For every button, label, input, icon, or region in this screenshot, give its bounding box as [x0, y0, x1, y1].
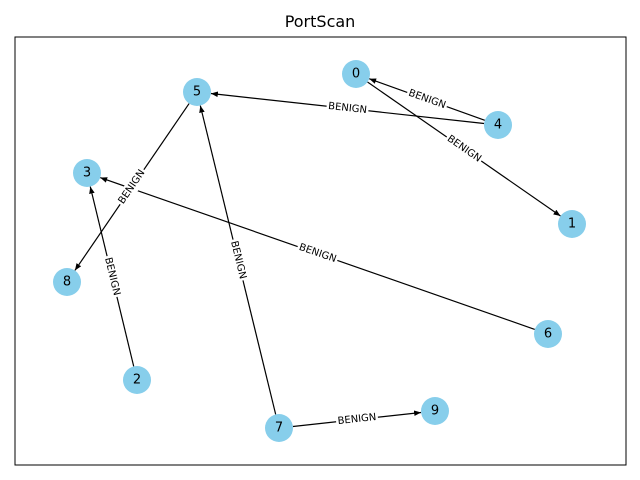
node-label: 5: [193, 85, 201, 100]
edge-label-group-7-5: BENIGN: [226, 237, 250, 283]
node-label: 0: [352, 67, 360, 82]
node-circle: [53, 268, 81, 296]
edge-label-group-5-8: BENIGN: [114, 165, 150, 209]
node-circle: [342, 60, 370, 88]
node-9: 9: [421, 397, 449, 425]
plot-frame: [14, 36, 627, 466]
edge-label-background: [325, 99, 370, 118]
node-circle: [73, 159, 101, 187]
node-label: 3: [83, 166, 91, 181]
edge-label-group-2-3: BENIGN: [100, 254, 124, 299]
node-label: 9: [431, 404, 439, 419]
edge-label: BENIGN: [407, 88, 447, 111]
edge-label-background: [404, 85, 450, 114]
edge-label-group-7-9: BENIGN: [335, 410, 379, 429]
edge-label-background: [335, 410, 379, 429]
node-label: 6: [544, 327, 552, 342]
node-7: 7: [265, 414, 293, 442]
node-label: 2: [133, 373, 141, 388]
edge-label-group-6-3: BENIGN: [295, 239, 340, 268]
node-circle: [558, 210, 586, 238]
node-6: 6: [534, 320, 562, 348]
node-circle: [421, 397, 449, 425]
node-circle: [534, 320, 562, 348]
edge-labels-layer: BENIGN BENIGN BENIGN BENIGN BENIGN BENIGN BENI…: [100, 85, 486, 429]
node-circle: [484, 111, 512, 139]
node-label: 4: [494, 118, 502, 133]
edge-label-group-4-5: BENIGN: [325, 99, 370, 118]
diagram-title: PortScan: [284, 12, 356, 31]
edge-label-background: [226, 237, 250, 283]
node-label: 7: [275, 421, 283, 436]
edge-label: BENIGN: [328, 101, 368, 116]
node-label: 8: [63, 275, 71, 290]
edge-label-background: [100, 254, 124, 299]
node-8: 8: [53, 268, 81, 296]
edge-label: BENIGN: [445, 133, 483, 164]
node-circle: [123, 366, 151, 394]
edge-label-group-0-1: BENIGN: [442, 131, 486, 167]
edge-label: BENIGN: [297, 242, 337, 265]
node-0: 0: [342, 60, 370, 88]
node-2: 2: [123, 366, 151, 394]
nodes-layer: 0 1 2 3 4 5 6 7 8 9: [53, 60, 586, 442]
edge-label-background: [114, 165, 150, 209]
node-label: 1: [568, 217, 576, 232]
edge-label-background: [295, 239, 340, 268]
node-circle: [183, 78, 211, 106]
edge-label: BENIGN: [116, 168, 147, 206]
node-5: 5: [183, 78, 211, 106]
node-3: 3: [73, 159, 101, 187]
edge-label: BENIGN: [337, 412, 377, 427]
node-1: 1: [558, 210, 586, 238]
edge-label-group-4-0: BENIGN: [404, 85, 450, 114]
node-4: 4: [484, 111, 512, 139]
node-circle: [265, 414, 293, 442]
edge-label-background: [442, 131, 486, 167]
